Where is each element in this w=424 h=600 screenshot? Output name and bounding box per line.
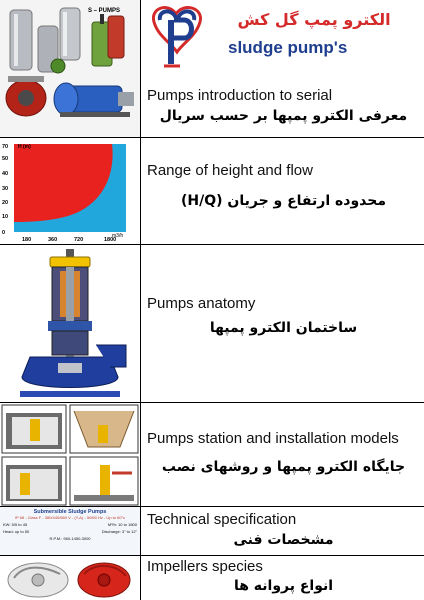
hq-chart: H (m) m3/h 70 50 40 30 20 10 0 180 360 720 1800 — [2, 144, 126, 243]
spec-kw: KW: 5/5 to 45 — [3, 522, 28, 527]
brand-name-en: sludge pump's — [228, 38, 348, 57]
chart-y-tick: 50 — [2, 156, 8, 162]
intro-thumbnail: S – PUMPS — [0, 0, 141, 137]
section-spec[interactable]: Submersible Sludge Pumps IP 68 - Class F… — [0, 507, 424, 556]
company-logo — [146, 2, 210, 70]
range-chart: H (m) m3/h 70 50 40 30 20 10 0 180 360 720 1800 — [0, 138, 141, 244]
spec-flow: M³/h: 10 to 1800 — [107, 522, 137, 527]
chart-x-tick: 180 — [22, 237, 31, 243]
chart-ylabel: H (m) — [18, 144, 31, 150]
section-title-fa: مشخصات فنی — [233, 532, 334, 548]
spec-card: Submersible Sludge Pumps IP 68 - Class F… — [0, 507, 141, 555]
chart-y-tick: 0 — [2, 230, 5, 236]
section-station[interactable]: Pumps station and installation models جا… — [0, 403, 424, 507]
pump-cutaway-image — [20, 249, 127, 397]
chart-y-tick: 70 — [2, 144, 8, 150]
section-title-en: Technical specification — [147, 511, 297, 528]
section-title-en: Pumps introduction to serial — [147, 87, 333, 104]
chart-y-tick: 40 — [2, 171, 8, 177]
chart-x-tick: 360 — [48, 237, 57, 243]
chart-x-tick: 1800 — [104, 237, 116, 243]
chart-x-tick: 720 — [74, 237, 83, 243]
section-title-en: Pumps station and installation models — [147, 430, 399, 447]
section-title-fa: معرفی الکترو پمپها بر حسب سریال — [159, 108, 408, 124]
section-intro[interactable]: S – PUMPS — [0, 0, 424, 138]
impeller-images — [7, 562, 131, 598]
spec-card-subtitle: IP 68 - Class F - 380/440/660 V - (Y-Δ) … — [14, 515, 126, 520]
section-title-fa: انواع پروانه ها — [233, 578, 334, 594]
pump-group-image — [5, 7, 134, 117]
spec-discharge: Discharge: 3" to 12" — [101, 529, 137, 534]
spec-head: Head: up to 50 — [3, 529, 30, 534]
chart-area-series — [14, 144, 113, 222]
chart-xlabel: m3/h — [112, 233, 123, 239]
section-anatomy[interactable]: Pumps anatomy ساختمان الکترو پمپها — [0, 245, 424, 403]
chart-y-tick: 20 — [2, 200, 8, 206]
station-thumbnail — [0, 403, 141, 506]
thumb-label: S – PUMPS — [88, 8, 121, 14]
spec-card-title: Submersible Sludge Pumps — [33, 509, 107, 515]
section-title-en: Range of height and flow — [147, 162, 313, 179]
section-title-en: Impellers species — [147, 558, 263, 575]
section-range[interactable]: H (m) m3/h 70 50 40 30 20 10 0 180 360 720 1800 R… — [0, 138, 424, 245]
chart-y-tick: 30 — [2, 186, 8, 192]
section-title-en: Pumps anatomy — [147, 295, 256, 312]
spec-rpm: R.P.M.: 960-1450-3000 — [49, 536, 91, 541]
anatomy-thumbnail — [0, 245, 141, 402]
section-title-fa: جایگاه الکترو پمپها و روشهای نصب — [161, 459, 406, 475]
brand-name-fa: الکترو پمپ گل کش — [237, 10, 391, 29]
section-title-fa: ساختمان الکترو پمپها — [209, 320, 358, 336]
section-title-fa: محدوده ارتفاع و جریان (H/Q) — [180, 193, 386, 209]
section-impellers[interactable]: Impellers species انواع پروانه ها — [0, 556, 424, 600]
impellers-thumbnail — [0, 556, 141, 600]
installation-models-image — [1, 404, 139, 506]
chart-y-tick: 10 — [2, 214, 8, 220]
